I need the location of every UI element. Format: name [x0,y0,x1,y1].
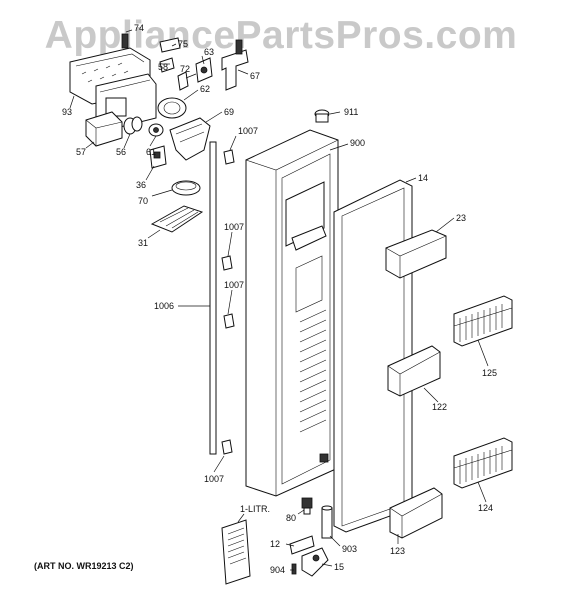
label-1007-top: 1007 [238,126,258,136]
label-15: 15 [334,562,344,572]
label-1007-bottom: 1007 [204,474,224,484]
label-36: 36 [136,180,146,190]
label-62: 62 [200,84,210,94]
label-123: 123 [390,546,405,556]
ring-62 [157,97,187,119]
cap-911 [314,109,330,123]
clip-58 [159,57,175,73]
label-63: 63 [204,47,214,57]
screw-904 [291,563,297,575]
label-31: 31 [138,238,148,248]
hinge-67 [221,39,249,91]
bushing-1007-mid1 [221,255,233,271]
label-122: 122 [432,402,447,412]
gear-56 [123,116,143,135]
label-124: 124 [478,503,493,513]
label-57: 57 [76,147,86,157]
label-70: 70 [138,196,148,206]
label-125: 125 [482,368,497,378]
bracket-122 [387,345,441,397]
label-23: 23 [456,213,466,223]
callout-labels: 74 75 58 63 72 67 62 93 69 911 57 56 61 … [62,23,497,575]
label-69: 69 [224,107,234,117]
tab-75 [159,37,181,53]
actuator-61 [148,123,164,137]
leader-lines [69,29,489,571]
label-80: 80 [286,513,296,523]
label-903: 903 [342,544,357,554]
label-56: 56 [116,147,126,157]
label-900: 900 [350,138,365,148]
door-900 [245,129,339,497]
bezel-70 [171,180,201,196]
label-72: 72 [180,64,190,74]
gasket-14 [333,179,413,533]
label-904: 904 [270,565,285,575]
bracket-63 [195,57,213,83]
bracket-123 [389,487,443,539]
rod-1006 [209,141,217,455]
label-74: 74 [134,23,144,33]
label-1007-mid1: 1007 [224,222,244,232]
literature-1-litr [221,519,251,585]
bushing-1007-mid2 [223,313,235,329]
label-1-litr: 1-LITR. [240,504,270,514]
label-58: 58 [158,62,168,72]
screw-80 [301,497,313,515]
motor-57 [85,111,123,147]
art-number: (ART NO. WR19213 C2) [34,561,134,571]
pin-903 [321,505,333,539]
bushing-1007-bottom [221,439,233,455]
basket-124 [453,437,513,489]
funnel-69 [169,117,211,161]
basket-125 [453,295,513,347]
switch-36 [149,145,167,169]
hinge-15 [301,547,329,577]
label-14: 14 [418,173,428,183]
bushing-1007-top [223,149,235,165]
label-67: 67 [250,71,260,81]
grille-31 [150,205,204,233]
label-911: 911 [344,107,358,117]
label-1006: 1006 [154,301,174,311]
label-1007-mid2: 1007 [224,280,244,290]
clip-12 [289,535,315,555]
bin-23 [385,229,447,279]
label-75: 75 [178,39,188,49]
label-12: 12 [270,539,280,549]
label-61: 61 [146,147,156,157]
label-93: 93 [62,107,72,117]
clip-72 [177,71,189,91]
